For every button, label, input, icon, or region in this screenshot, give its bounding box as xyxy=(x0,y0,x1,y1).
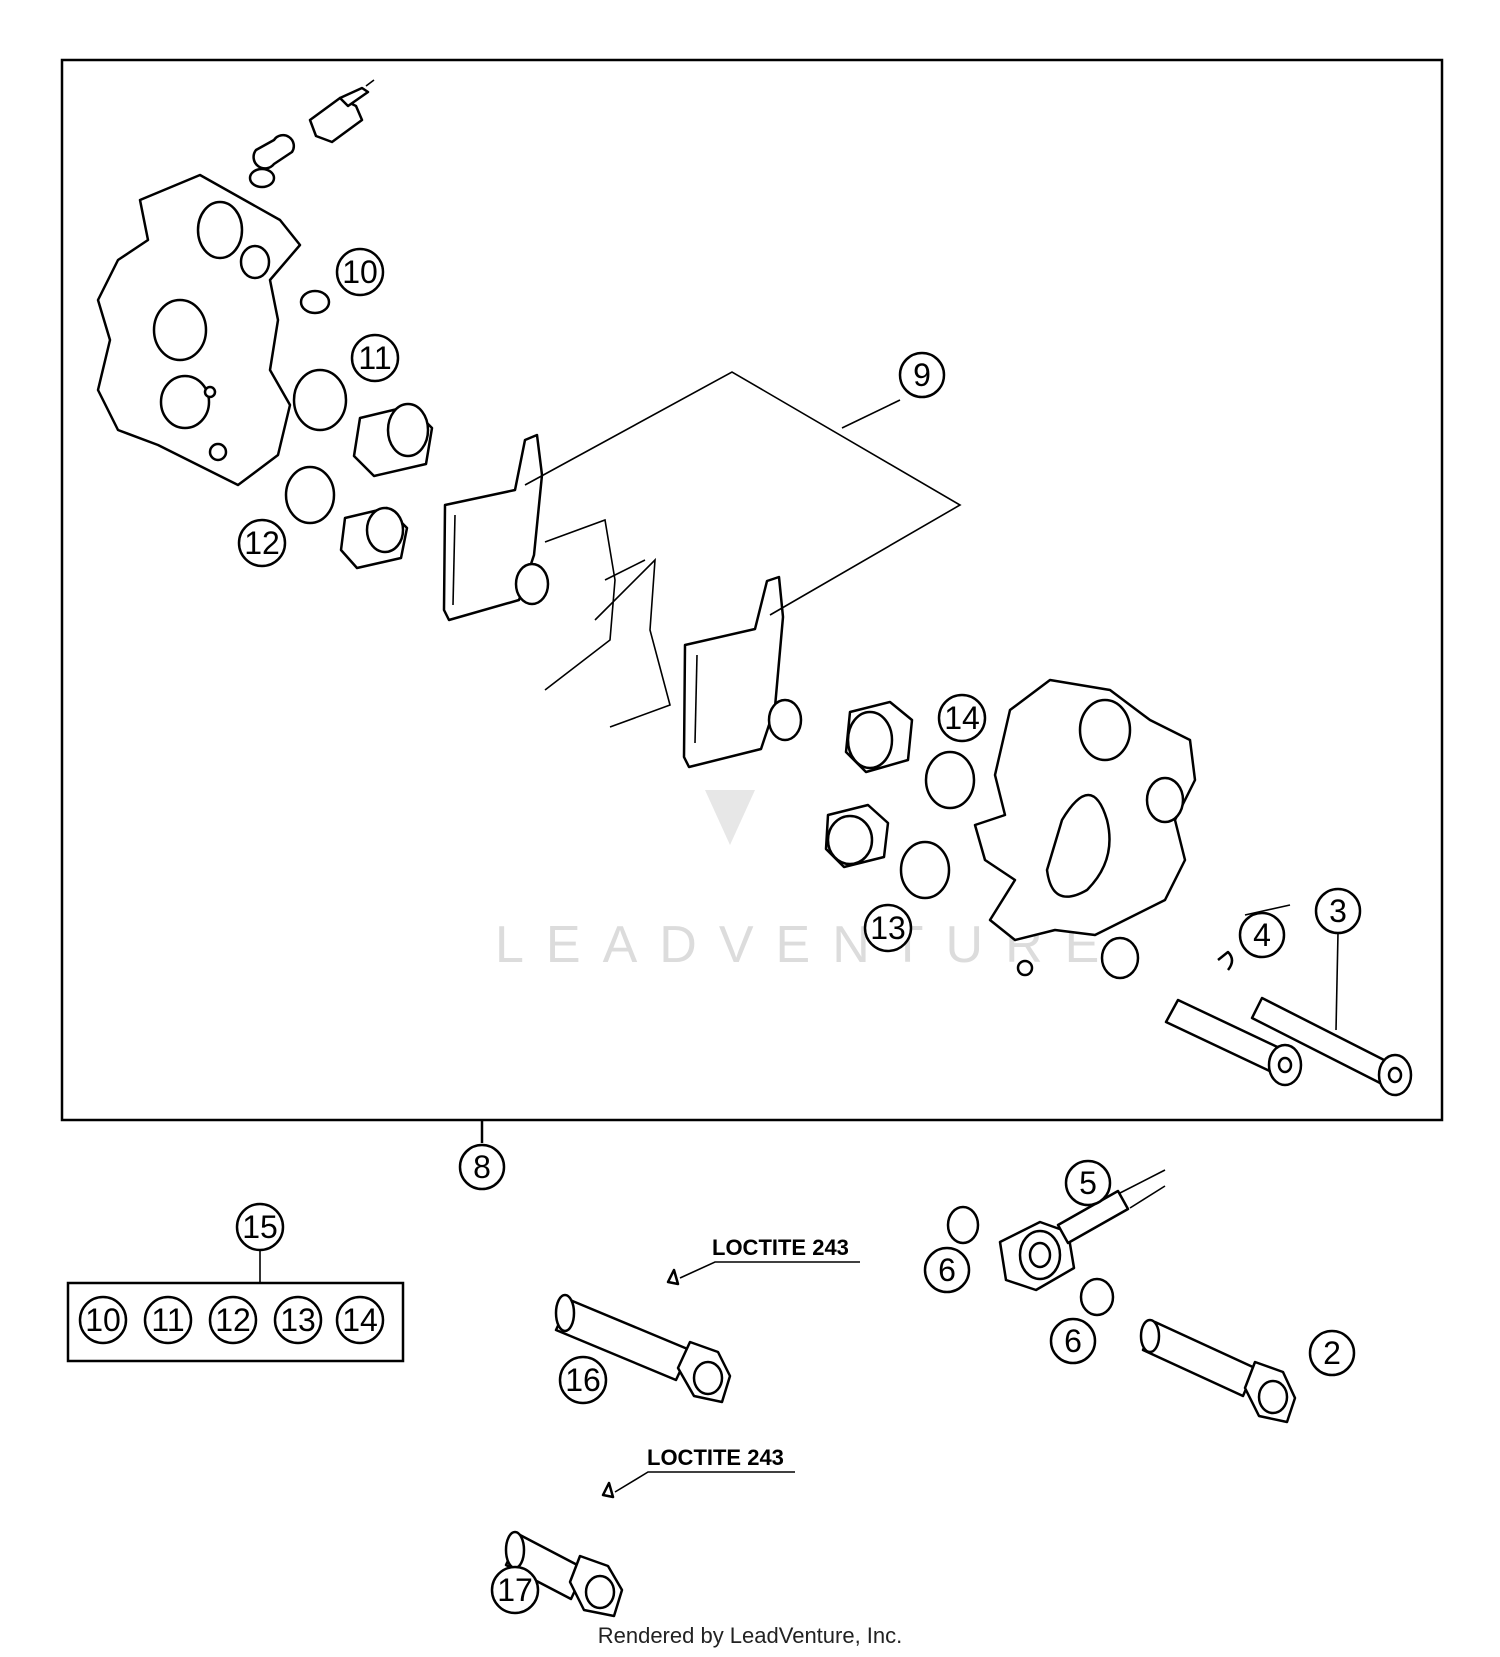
svg-text:9: 9 xyxy=(913,357,931,393)
kit-item-14: 14 xyxy=(335,1295,385,1345)
pad-spring-part xyxy=(544,518,671,728)
svg-text:3: 3 xyxy=(1329,893,1347,929)
seal-kit-items: 10 11 12 13 14 xyxy=(78,1295,385,1345)
svg-text:5: 5 xyxy=(1079,1165,1097,1201)
loctite-drop-2-icon xyxy=(601,1481,615,1499)
svg-text:15: 15 xyxy=(242,1209,278,1245)
svg-text:12: 12 xyxy=(215,1302,251,1338)
washer-6-lower xyxy=(1079,1277,1115,1317)
piston-lower-right xyxy=(824,803,890,869)
seal-kit-box xyxy=(66,1281,405,1363)
callout-5: 5 xyxy=(1064,1159,1112,1207)
bolt-3-part xyxy=(1250,996,1413,1097)
callout-6-lower: 6 xyxy=(1049,1317,1097,1365)
svg-text:13: 13 xyxy=(280,1302,316,1338)
svg-text:6: 6 xyxy=(1064,1323,1082,1359)
seal-14-part xyxy=(924,750,976,810)
svg-text:13: 13 xyxy=(870,910,906,946)
piston-upper-left xyxy=(352,402,434,478)
kit-item-12: 12 xyxy=(208,1295,258,1345)
callout-14: 14 xyxy=(937,693,987,743)
kit-item-13: 13 xyxy=(273,1295,323,1345)
loctite-leader-2 xyxy=(614,1471,795,1493)
bolt-short-part xyxy=(1164,998,1303,1087)
svg-text:4: 4 xyxy=(1253,917,1271,953)
caliper-assembly-frame xyxy=(60,58,1444,1122)
leader-9b xyxy=(841,399,901,429)
brake-pad-left xyxy=(442,433,550,622)
callout-11: 11 xyxy=(350,333,400,383)
loctite-label-1: LOCTITE 243 xyxy=(712,1235,849,1260)
leader-3 xyxy=(1335,932,1339,1031)
callout-13: 13 xyxy=(863,903,913,953)
leader-4 xyxy=(1244,904,1291,916)
svg-text:17: 17 xyxy=(497,1572,533,1608)
washer-6-upper xyxy=(946,1205,980,1245)
seal-11-part xyxy=(292,368,348,432)
circlip-4-part xyxy=(1217,950,1234,971)
loctite-leader-1 xyxy=(679,1261,860,1279)
piston-lower-left xyxy=(339,506,409,570)
leader-9 xyxy=(524,371,962,616)
brake-pad-right xyxy=(682,575,803,769)
callout-3: 3 xyxy=(1314,887,1362,935)
seal-13-part xyxy=(899,840,951,900)
callout-15: 15 xyxy=(235,1202,285,1252)
svg-text:10: 10 xyxy=(342,254,378,290)
svg-text:2: 2 xyxy=(1323,1335,1341,1371)
bolt-16-part xyxy=(554,1293,732,1404)
svg-text:8: 8 xyxy=(473,1149,491,1185)
piston-upper-right xyxy=(844,700,914,774)
left-caliper-half xyxy=(96,173,302,487)
svg-text:12: 12 xyxy=(244,525,280,561)
callout-2: 2 xyxy=(1308,1329,1356,1377)
seal-12-part xyxy=(284,465,336,525)
callout-10: 10 xyxy=(335,247,385,297)
loctite-drop-1-icon xyxy=(666,1268,680,1286)
callout-12: 12 xyxy=(237,518,287,568)
svg-text:14: 14 xyxy=(944,700,980,736)
callout-9: 9 xyxy=(898,351,946,399)
bolt-17-part xyxy=(504,1530,624,1618)
svg-text:11: 11 xyxy=(151,1302,184,1338)
right-caliper-half xyxy=(973,678,1197,980)
kit-item-11: 11 xyxy=(143,1295,193,1345)
footer-credit: Rendered by LeadVenture, Inc. xyxy=(598,1623,903,1648)
svg-text:10: 10 xyxy=(85,1302,121,1338)
bleed-screw-part xyxy=(248,79,375,189)
watermark-v-icon xyxy=(705,790,755,845)
callout-6-upper: 6 xyxy=(923,1246,971,1294)
seal-10-part xyxy=(299,289,331,315)
brake-line-5-part xyxy=(998,1169,1166,1292)
loctite-label-2: LOCTITE 243 xyxy=(647,1445,784,1470)
svg-text:14: 14 xyxy=(342,1302,378,1338)
kit-item-10: 10 xyxy=(78,1295,128,1345)
callout-8: 8 xyxy=(458,1143,506,1191)
callout-16: 16 xyxy=(558,1355,608,1405)
callout-17: 17 xyxy=(490,1565,540,1615)
svg-text:11: 11 xyxy=(358,340,391,376)
svg-text:16: 16 xyxy=(565,1362,601,1398)
callout-4: 4 xyxy=(1238,911,1286,959)
banjo-bolt-2-part xyxy=(1139,1318,1297,1424)
svg-text:6: 6 xyxy=(938,1252,956,1288)
